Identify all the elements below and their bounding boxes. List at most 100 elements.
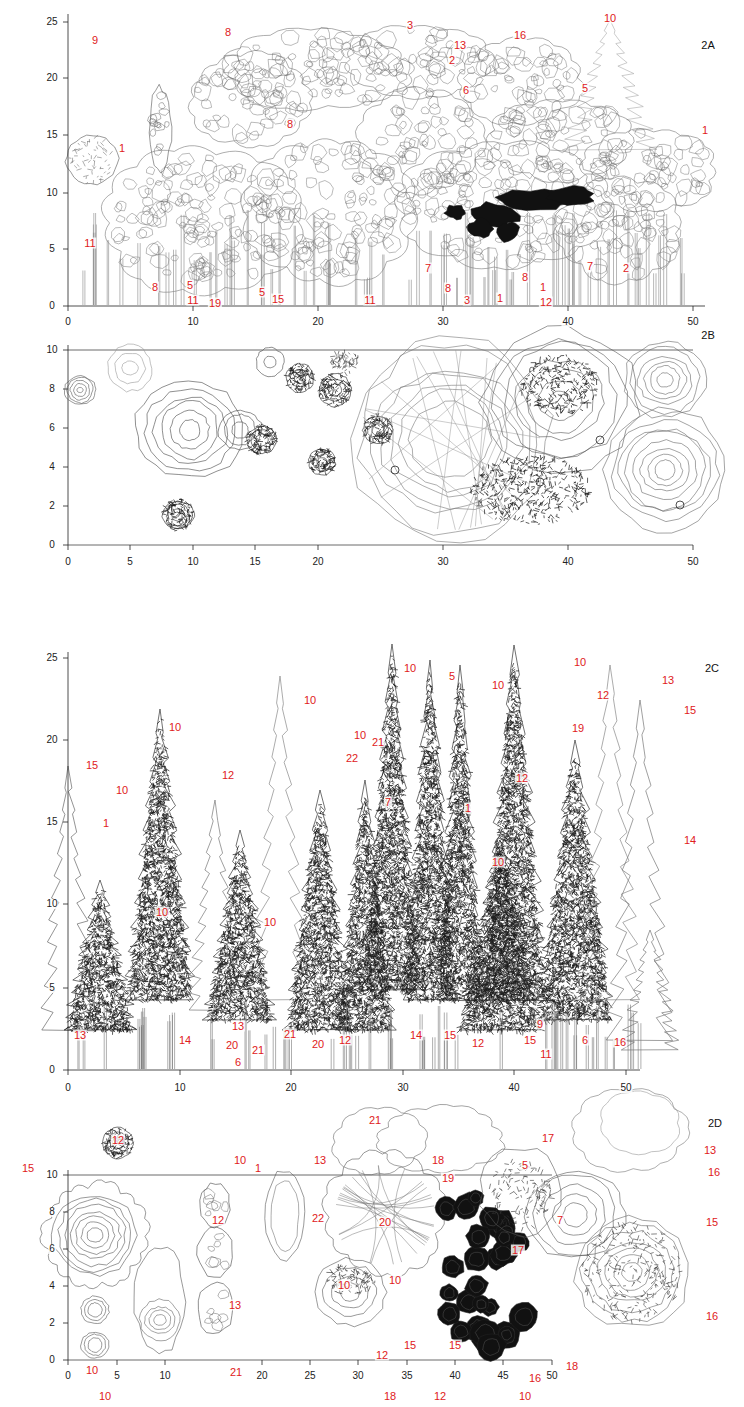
crown-outline	[81, 1296, 110, 1324]
species-number: 12	[338, 1035, 352, 1046]
species-number: 6	[462, 85, 470, 96]
crown-outline	[51, 1197, 137, 1277]
axis-tick-label: 20	[311, 317, 324, 327]
crown-ring	[483, 1339, 500, 1356]
species-number: 3	[463, 295, 471, 306]
axis-tick	[68, 1070, 69, 1075]
species-number: 16	[705, 1311, 719, 1322]
axis-tick	[63, 467, 68, 468]
axis-tick	[443, 306, 444, 311]
species-number: 10	[573, 657, 587, 668]
axis-tick	[310, 1360, 311, 1365]
stem-position	[676, 501, 684, 509]
axis-tick-label: 6	[48, 1244, 56, 1254]
crown-outline	[40, 1180, 150, 1289]
axis-tick-label: 0	[64, 557, 72, 567]
crown-ring	[446, 1260, 460, 1273]
axis-tick	[63, 428, 68, 429]
crown-texture	[205, 1290, 229, 1331]
species-number: 16	[513, 30, 527, 41]
foliage-hatching	[245, 424, 278, 455]
crown-branches	[363, 350, 540, 530]
foliage-hatching	[287, 805, 355, 1035]
crown-outline	[376, 1104, 505, 1173]
species-number: 8	[151, 282, 159, 293]
crown-texture	[591, 129, 710, 207]
axis-tick-label: 10	[45, 345, 58, 355]
axis-tick	[63, 740, 68, 741]
foliage-hatching	[69, 135, 113, 184]
axis-tick-label: 50	[686, 317, 699, 327]
axis-tick-label: 20	[311, 557, 324, 567]
axis-tick-label: 20	[45, 73, 58, 83]
crown-outline	[574, 1215, 689, 1325]
panel-label: 2C	[704, 663, 720, 674]
species-number: 19	[571, 723, 585, 734]
axis-tick-label: 50	[619, 1083, 632, 1093]
axis-tick	[68, 545, 69, 550]
axis-tick-label: 5	[113, 1371, 121, 1381]
crown-ring	[469, 1279, 483, 1293]
species-number: 11	[83, 238, 96, 249]
stem-position	[596, 436, 604, 444]
axis-tick	[63, 1360, 68, 1361]
crown-outline	[579, 128, 716, 212]
species-number: 10	[155, 907, 169, 918]
axis-tick	[193, 306, 194, 311]
axis-tick	[568, 306, 569, 311]
species-number: 21	[251, 1045, 265, 1056]
species-number: 12	[433, 1391, 447, 1402]
foliage-hatching	[489, 1159, 554, 1232]
dark-crown	[465, 1275, 489, 1297]
axis-tick-label: 10	[45, 188, 58, 198]
crown-ring	[443, 1307, 456, 1321]
species-number: 15	[403, 1340, 417, 1351]
species-number: 17	[541, 1133, 555, 1144]
axis-tick-label: 40	[561, 557, 574, 567]
axis-tick-label: 10	[45, 899, 58, 909]
axis-tick-label: 25	[45, 653, 58, 663]
plot-boundary	[68, 1175, 552, 1176]
plot-boundary	[68, 545, 693, 546]
conifer-crown	[621, 930, 678, 1050]
species-number: 9	[91, 35, 99, 46]
axis-tick-label: 40	[507, 1083, 520, 1093]
species-number: 15	[448, 1340, 462, 1351]
axis-tick-label: 4	[48, 462, 56, 472]
axis-tick	[291, 1070, 292, 1075]
crown-outline	[135, 381, 242, 476]
species-number: 1	[539, 282, 547, 293]
species-number: 12	[596, 690, 610, 701]
dark-foliage	[546, 185, 594, 205]
axis-tick	[63, 1249, 68, 1250]
species-number: 10	[85, 1365, 99, 1376]
axis-tick	[514, 1070, 515, 1075]
panel-label: 2A	[700, 40, 715, 51]
species-number: 10	[388, 1275, 402, 1286]
species-number: 14	[683, 835, 697, 846]
axis-tick-label: 30	[351, 1371, 364, 1381]
axis-tick-label: 2	[48, 501, 56, 511]
foliage-hatching	[480, 663, 548, 1005]
species-number: 21	[371, 737, 385, 748]
species-number: 12	[515, 773, 529, 784]
axis-tick-label: 10	[45, 1170, 58, 1180]
axis-tick-label: 8	[48, 1207, 56, 1217]
crown-outline	[332, 1107, 428, 1175]
foliage-hatching	[536, 758, 612, 1025]
crown-ring	[469, 1252, 484, 1266]
axis-tick-label: 25	[303, 1371, 316, 1381]
foliage-hatching	[363, 413, 393, 446]
axis-tick	[568, 545, 569, 550]
crown-outline	[480, 1149, 561, 1238]
crown-outline	[524, 1171, 626, 1257]
crown-ring	[440, 1202, 453, 1216]
crown-texture	[352, 26, 483, 96]
crown-outline	[351, 336, 554, 543]
species-number: 1	[254, 1163, 262, 1174]
crown-ring	[495, 1246, 511, 1261]
axis-tick-label: 10	[186, 557, 199, 567]
species-number: 12	[375, 1350, 389, 1361]
crown-ring	[477, 1300, 486, 1309]
crown-texture	[464, 44, 579, 121]
